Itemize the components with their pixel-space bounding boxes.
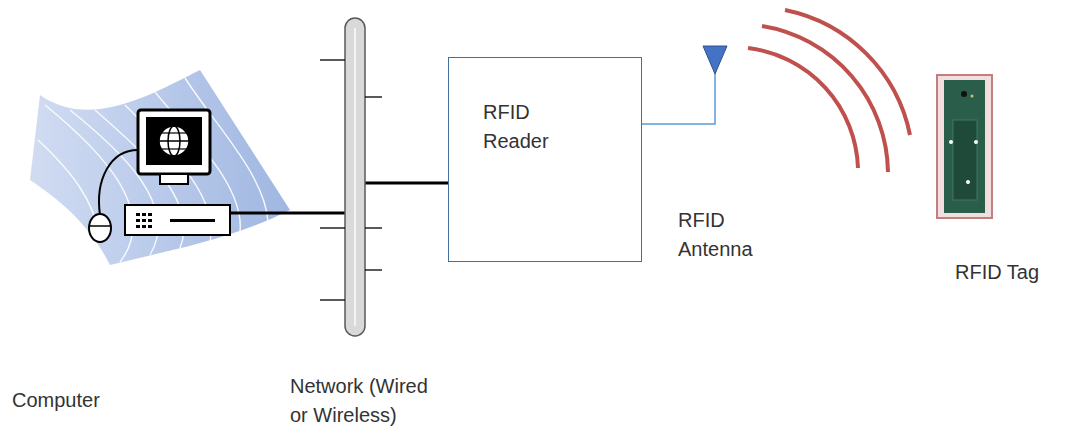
part-label: Computer xyxy=(12,386,152,415)
part-label: Network (Wired or Wireless) xyxy=(290,372,450,430)
computer-backdrop xyxy=(30,70,290,265)
reader-wire xyxy=(365,182,449,185)
radio-waves xyxy=(748,10,910,172)
network-bus xyxy=(320,18,382,336)
antenna-symbol xyxy=(642,46,727,124)
computer-wire xyxy=(230,212,345,215)
reader-label: RFID Reader xyxy=(483,98,578,156)
rfid-tag xyxy=(937,75,992,218)
part-label: RFID Antenna xyxy=(678,206,788,264)
part-label: RFID Tag xyxy=(955,258,1065,287)
computer-icon xyxy=(89,110,230,242)
reader-box: RFID Reader xyxy=(448,57,642,262)
